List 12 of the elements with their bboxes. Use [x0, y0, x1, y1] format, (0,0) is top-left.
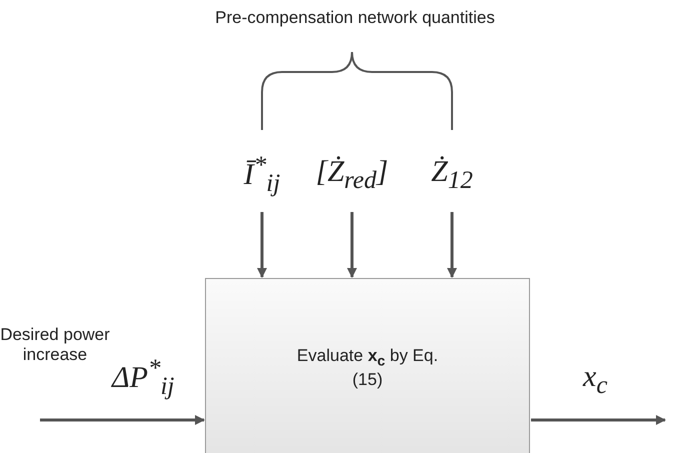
arrow — [531, 415, 666, 425]
input-description: Desired power increase — [0, 325, 110, 365]
math-symbol: [Ż$_{red}$] — [297, 140, 407, 210]
arrow — [40, 415, 205, 425]
box-text: Evaluate x$_{c}$ by Eq. (15) — [296, 346, 440, 390]
edge-label: x$_{c}$ — [583, 360, 608, 400]
arrow — [347, 212, 357, 278]
arrow — [257, 212, 267, 278]
process-box — [205, 278, 530, 453]
math-symbol: Ż$_{12}$ — [417, 140, 487, 210]
arrow — [447, 212, 457, 278]
brace-heading: Pre-compensation network quantities — [214, 8, 496, 28]
